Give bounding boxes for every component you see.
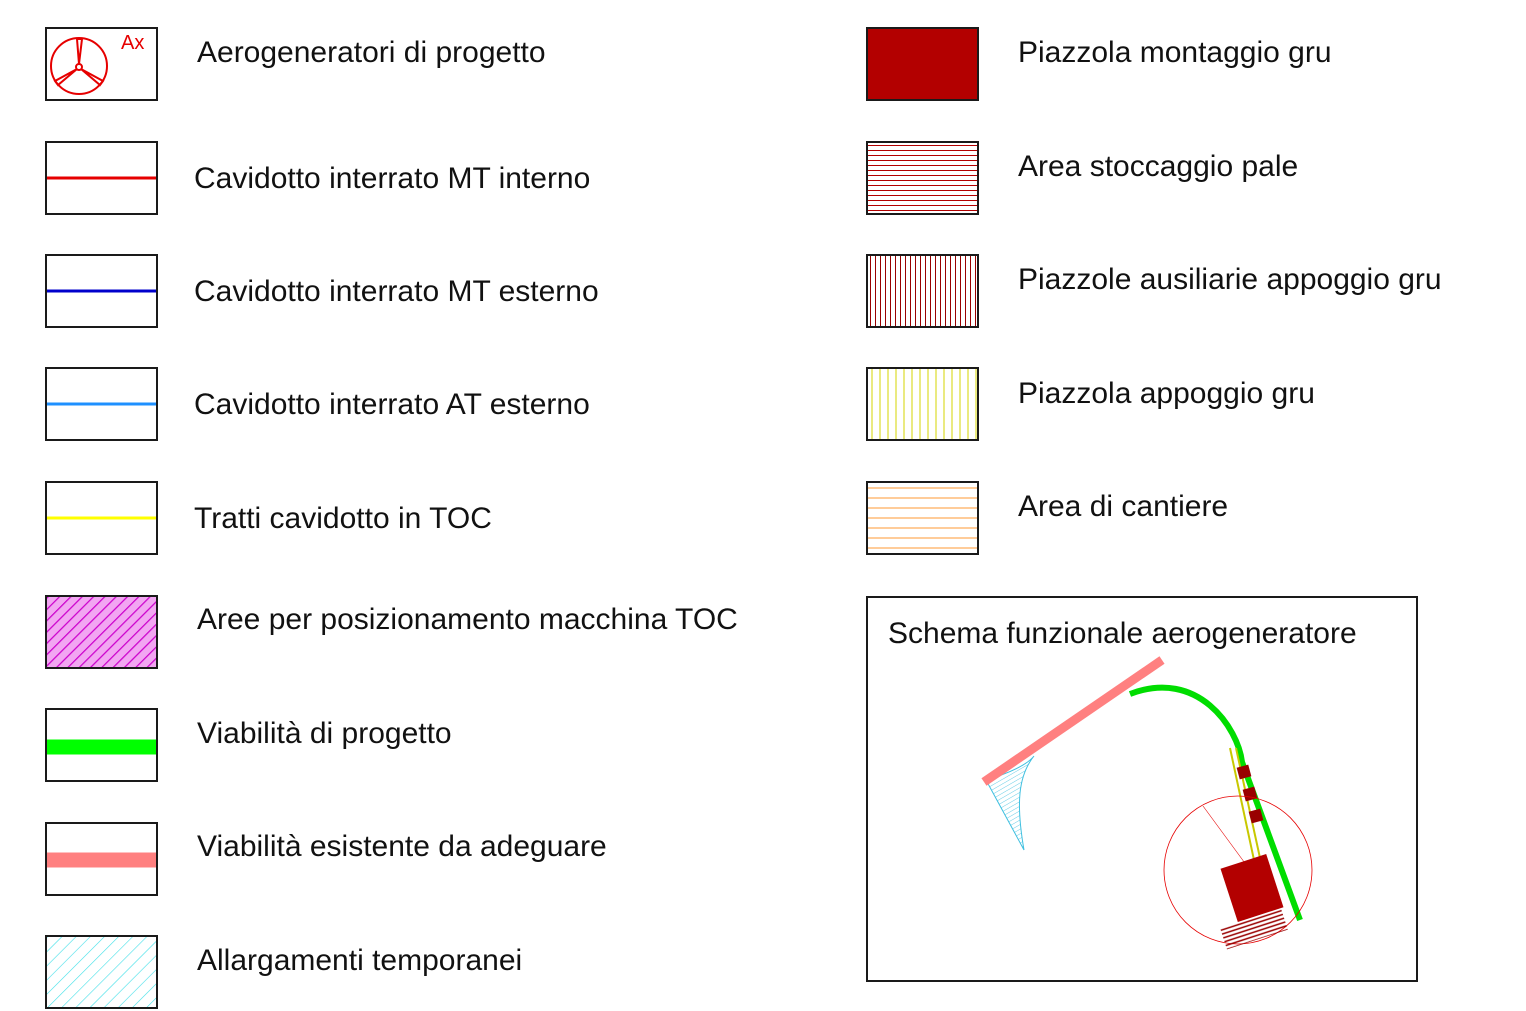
existing-road-swatch <box>45 822 158 896</box>
legend-label-toc-area: Aree per posizionamento macchina TOC <box>197 603 738 636</box>
turbine-functional-schema-drawing <box>981 656 1313 950</box>
legend-label-mt-interno: Cavidotto interrato MT interno <box>194 162 591 195</box>
widening-wedge <box>985 755 1035 851</box>
crane-assembly-pad <box>1220 853 1284 923</box>
existing-road-segment <box>981 656 1165 786</box>
mt-external-cable-swatch <box>45 254 158 328</box>
blade-storage-area <box>1220 908 1288 950</box>
toc-cable-swatch <box>45 481 158 555</box>
project-road-swatch <box>45 708 158 782</box>
toc-machine-area-swatch <box>45 595 158 669</box>
blade-storage-area-swatch <box>866 141 979 215</box>
legend-label-mt-esterno: Cavidotto interrato MT esterno <box>194 275 599 308</box>
schema-title: Schema funzionale aerogeneratore <box>888 617 1357 650</box>
legend-label-stoccaggio: Area stoccaggio pale <box>1018 150 1299 183</box>
at-external-cable-swatch <box>45 367 158 441</box>
turbine-marker-text: Ax <box>121 32 144 54</box>
legend-label-allargamenti: Allargamenti temporanei <box>197 944 523 977</box>
legend-label-at-esterno: Cavidotto interrato AT esterno <box>194 388 590 421</box>
legend-label-viabilita-esistente: Viabilità esistente da adeguare <box>197 830 607 863</box>
legend-label-piazzola-montaggio: Piazzola montaggio gru <box>1018 36 1332 69</box>
legend-label-ausiliarie: Piazzole ausiliarie appoggio gru <box>1018 263 1442 296</box>
wind-turbine-symbol-swatch: Ax <box>45 27 158 101</box>
auxiliary-crane-pad-swatch <box>866 254 979 328</box>
wind-turbine-icon: Ax <box>50 32 144 95</box>
legend-label-aerogeneratori: Aerogeneratori di progetto <box>197 36 546 69</box>
legend-label-appoggio: Piazzola appoggio gru <box>1018 377 1315 410</box>
crane-assembly-pad-swatch <box>866 27 979 101</box>
turbine-functional-schema-panel: Schema funzionale aerogeneratore <box>866 596 1418 982</box>
crane-support-pad-swatch <box>866 367 979 441</box>
legend-label-viabilita-progetto: Viabilità di progetto <box>197 717 452 750</box>
temporary-widening-swatch <box>45 935 158 1009</box>
legend-label-cantiere: Area di cantiere <box>1018 490 1229 523</box>
construction-site-swatch <box>866 481 979 555</box>
mt-internal-cable-swatch <box>45 141 158 215</box>
project-road-segment <box>1128 684 1303 922</box>
legend-label-toc: Tratti cavidotto in TOC <box>194 502 492 535</box>
